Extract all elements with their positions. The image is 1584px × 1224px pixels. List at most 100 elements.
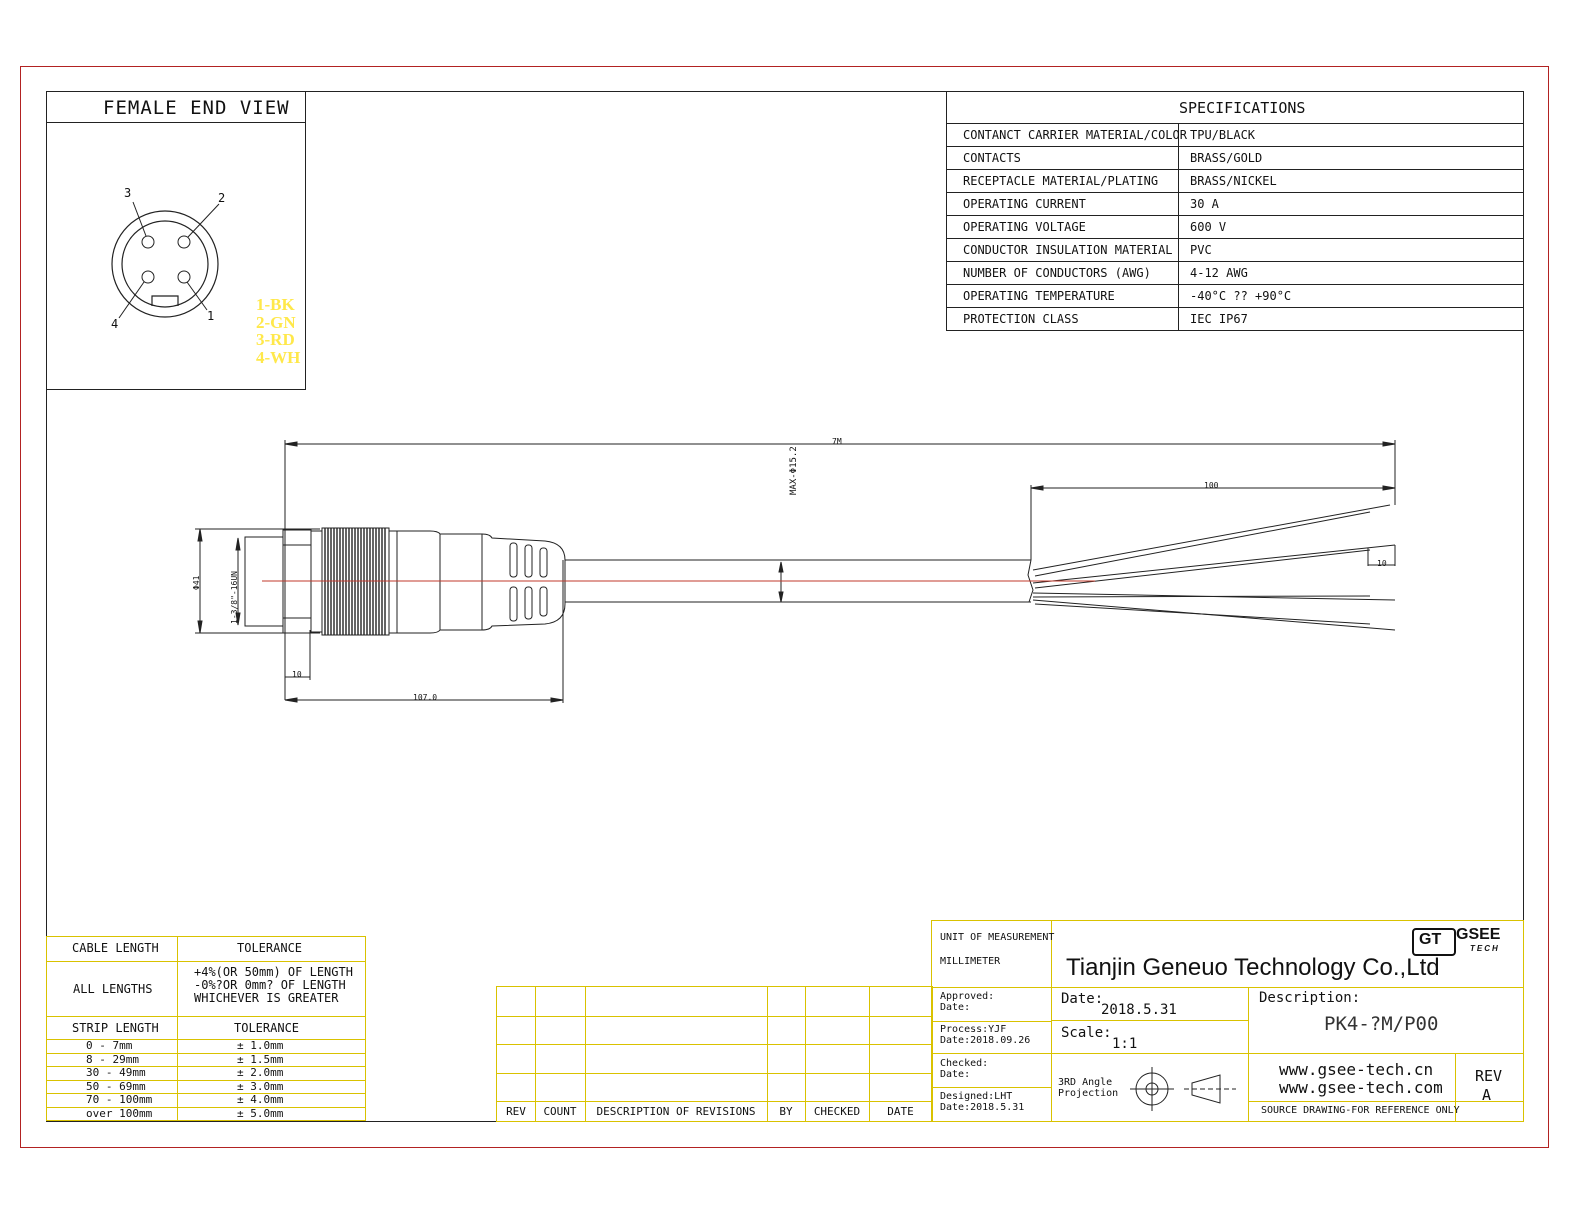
pin-3 — [141, 235, 155, 249]
dim-total-length: 7M — [832, 437, 842, 446]
end-view-connector — [111, 201, 220, 319]
dim-outer-diameter: Φ41 — [192, 575, 201, 590]
end-view-panel: FEMALE END VIEW 3 2 4 1 1-BK 2-GN 3-RD 4… — [46, 91, 306, 390]
spec-value: PVC — [1190, 243, 1212, 257]
strip-tolerance-header: TOLERANCE — [234, 1021, 300, 1035]
wire-color-1: 1-BK — [256, 295, 295, 314]
pin-label-3: 3 — [124, 186, 132, 200]
revision-row-line — [497, 1101, 932, 1102]
spec-column-divider — [1178, 123, 1179, 330]
website-com: www.gsee-tech.com — [1279, 1078, 1443, 1097]
end-view-title-row — [47, 92, 305, 123]
description-value: PK4-?M/P00 — [1324, 1013, 1439, 1035]
specifications-table: SPECIFICATIONS CONTANCT CARRIER MATERIAL… — [946, 91, 1524, 331]
spec-label: NUMBER OF CONDUCTORS (AWG) — [963, 266, 1151, 280]
strip-range: 30 - 49mm — [86, 1066, 146, 1079]
date-label: Date: — [1061, 991, 1104, 1007]
rev-label: REV — [1475, 1067, 1503, 1085]
dim-max-diameter: MAX-Φ15.2 — [789, 446, 799, 495]
spec-value: -40°C ?? +90°C — [1190, 289, 1292, 303]
spec-value: 600 V — [1190, 220, 1227, 234]
strip-cell — [177, 1106, 366, 1121]
strip-tolerance: ± 5.0mm — [237, 1106, 284, 1120]
revision-row-line — [497, 1044, 932, 1045]
pin-label-1: 1 — [207, 309, 215, 323]
spec-row-divider — [947, 192, 1523, 193]
dim-face-length: 10 — [292, 670, 302, 679]
company-logo: GT GSEE TECH — [1410, 926, 1515, 956]
source-note: SOURCE DRAWING-FOR REFERENCE ONLY — [1261, 1105, 1460, 1116]
designed-date: Date:2018.5.31 — [940, 1102, 1025, 1113]
spec-label: OPERATING TEMPERATURE — [963, 289, 1115, 303]
pin-2 — [177, 235, 191, 249]
spec-label: OPERATING CURRENT — [963, 197, 1086, 211]
end-view-title: FEMALE END VIEW — [103, 97, 290, 119]
title-block: UNIT OF MEASUREMENT MILLIMETER Tianjin G… — [931, 920, 1524, 1122]
wire-color-2: 2-GN — [256, 312, 296, 332]
spec-value: TPU/BLACK — [1190, 128, 1256, 142]
all-lengths-tolerance: +4%(OR 50mm) OF LENGTH -0%?OR 0mm? OF LE… — [194, 965, 353, 1005]
projection-label: 3RD Angle Projection — [1058, 1077, 1119, 1099]
unit-label: UNIT OF MEASUREMENT — [940, 932, 1055, 943]
process-label: Process:YJF — [940, 1024, 1007, 1035]
approved-label: Approved: — [940, 991, 995, 1002]
logo-mark-icon — [1412, 928, 1456, 956]
revision-row-line — [497, 1072, 932, 1074]
wire-color-3: 3-RD — [256, 330, 295, 349]
cable-length-header: CABLE LENGTH — [72, 941, 159, 955]
description-label: Description: — [1259, 990, 1361, 1006]
pin-label-4: 4 — [111, 317, 119, 331]
spec-row-divider — [947, 238, 1523, 239]
spec-value: IEC IP67 — [1190, 312, 1248, 326]
spec-title-row — [947, 92, 1523, 124]
strip-range: 50 - 69mm — [86, 1079, 146, 1093]
checked-label: Checked: — [940, 1058, 989, 1069]
revision-header: DATE — [887, 1105, 914, 1118]
spec-value: BRASS/GOLD — [1190, 151, 1263, 165]
spec-value: 30 A — [1190, 197, 1219, 211]
company-name: Tianjin Geneuo Technology Co.,Ltd — [1066, 954, 1440, 981]
pin-4 — [141, 270, 155, 284]
tolerance-table: CABLE LENGTH TOLERANCE ALL LENGTHS +4%(O… — [46, 936, 366, 1121]
pin-label-2: 2 — [218, 191, 226, 205]
spec-value: 4-12 AWG — [1190, 266, 1248, 280]
dim-tinned-length: 10 — [1377, 559, 1387, 568]
page-frame — [20, 66, 1549, 1148]
unit-value: MILLIMETER — [940, 956, 1001, 967]
date-value: 2018.5.31 — [1101, 1002, 1177, 1018]
spec-label: CONTACTS — [963, 151, 1021, 165]
spec-row-divider — [947, 169, 1523, 170]
revision-header: COUNT — [543, 1105, 577, 1118]
rev-value: A — [1482, 1086, 1492, 1104]
spec-title: SPECIFICATIONS — [1179, 99, 1306, 117]
revision-col-line — [767, 987, 768, 1121]
dim-connector-length: 107.0 — [413, 693, 438, 702]
cable-tolerance-header: TOLERANCE — [237, 941, 303, 955]
spec-label: PROTECTION CLASS — [963, 312, 1079, 326]
scale-label: Scale: — [1061, 1025, 1112, 1041]
strip-tolerance: ± 2.0mm — [237, 1066, 284, 1079]
dim-strip-length: 100 — [1204, 481, 1219, 490]
strip-length-header: STRIP LENGTH — [72, 1021, 159, 1035]
strip-tolerance: ± 4.0mm — [237, 1093, 284, 1106]
strip-range: 8 - 29mm — [86, 1052, 139, 1066]
third-angle-projection-icon — [1130, 1067, 1236, 1111]
spec-label: CONDUCTOR INSULATION MATERIAL — [963, 243, 1173, 257]
revision-header: BY — [779, 1105, 793, 1118]
revision-col-line — [535, 987, 536, 1121]
spec-value: BRASS/NICKEL — [1190, 174, 1277, 188]
checked-date: Date: — [940, 1069, 971, 1080]
revision-header: CHECKED — [813, 1105, 861, 1118]
revision-col-line — [869, 987, 870, 1121]
logo-sub: TECH — [1470, 944, 1500, 953]
revision-col-line — [805, 987, 806, 1121]
all-lengths-label: ALL LENGTHS — [73, 982, 153, 996]
designed-label: Designed:LHT — [940, 1091, 1013, 1102]
spec-row-divider — [947, 146, 1523, 147]
strip-tolerance: ± 3.0mm — [237, 1079, 284, 1093]
strip-tolerance: ± 1.5mm — [237, 1052, 284, 1066]
process-date: Date:2018.09.26 — [940, 1035, 1031, 1046]
spec-row-divider — [947, 261, 1523, 262]
